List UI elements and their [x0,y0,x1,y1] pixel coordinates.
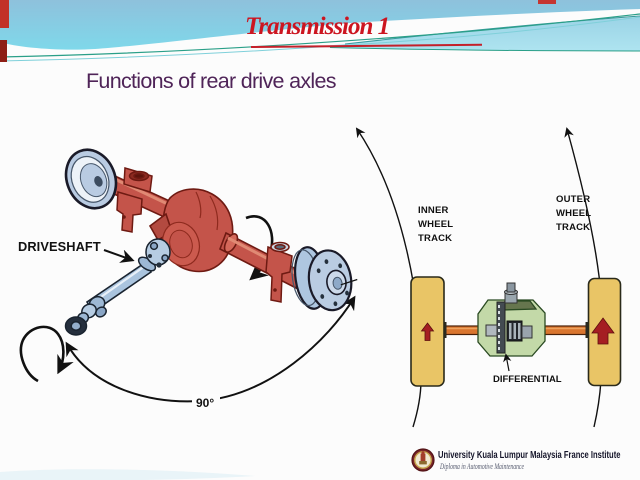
svg-text:90°: 90° [196,396,214,410]
svg-text:TRACK: TRACK [556,222,590,233]
svg-text:WHEEL: WHEEL [556,208,591,219]
svg-text:WHEEL: WHEEL [418,219,453,230]
svg-text:DIFFERENTIAL: DIFFERENTIAL [493,374,562,385]
svg-text:OUTER: OUTER [556,194,590,205]
svg-text:INNER: INNER [418,205,449,216]
svg-text:DRIVESHAFT: DRIVESHAFT [18,239,101,254]
svg-text:TRACK: TRACK [418,233,452,244]
